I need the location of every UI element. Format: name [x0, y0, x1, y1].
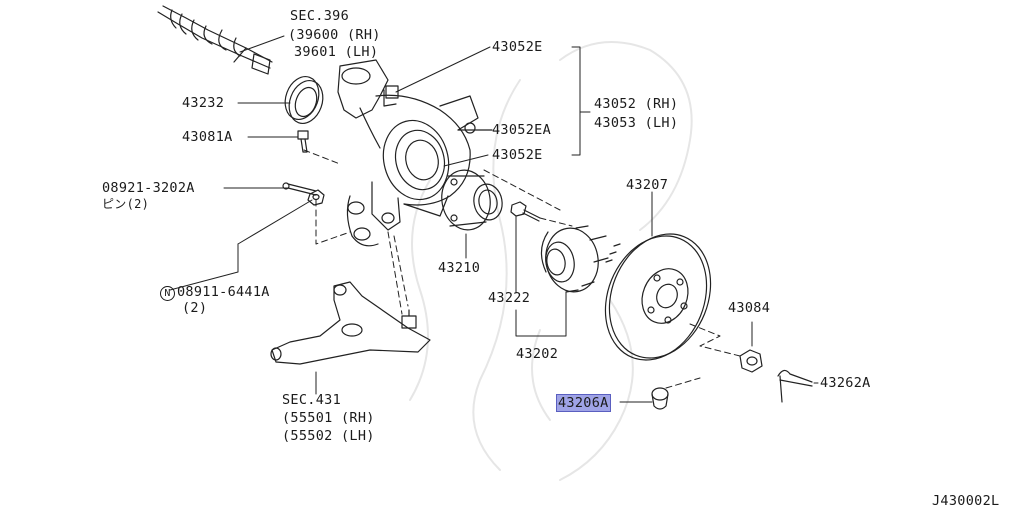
label-43081a[interactable]: 43081A — [182, 129, 233, 145]
label-55502-lh[interactable]: (55502 (LH) — [282, 428, 375, 444]
leader-lines — [169, 35, 819, 403]
label-43206a-highlighted[interactable]: 43206A — [556, 394, 611, 412]
label-43052e-bottom[interactable]: 43052E — [492, 147, 543, 163]
hub-bolt-43222 — [510, 201, 541, 222]
cotter-pin-43262a — [777, 369, 813, 403]
label-43052e-top[interactable]: 43052E — [492, 39, 543, 55]
hub-nut-43084 — [739, 349, 763, 373]
label-08911-text: 08911-6441A — [177, 284, 270, 300]
label-43052ea[interactable]: 43052EA — [492, 122, 551, 138]
label-43210[interactable]: 43210 — [438, 260, 481, 276]
label-08921-3202a[interactable]: 08921-3202A — [102, 180, 195, 196]
hub-43202 — [540, 225, 609, 293]
lower-arm — [270, 281, 431, 365]
n-circle-icon: N — [160, 286, 175, 301]
label-43053-lh[interactable]: 43053 (LH) — [594, 115, 679, 131]
label-39601-lh[interactable]: 39601 (LH) — [294, 44, 379, 60]
assembly-dashed-lines — [303, 149, 741, 389]
label-pin-qty: ピン(2) — [102, 197, 150, 211]
grease-cap-43206a — [651, 387, 669, 410]
label-43232[interactable]: 43232 — [182, 95, 225, 111]
label-43202[interactable]: 43202 — [516, 346, 559, 362]
bolt-43081a — [297, 130, 309, 153]
label-43222[interactable]: 43222 — [488, 290, 531, 306]
watermark-emblem — [409, 41, 693, 481]
label-55501-rh[interactable]: (55501 (RH) — [282, 410, 375, 426]
label-43084[interactable]: 43084 — [728, 300, 771, 316]
wheel-bearing-43210 — [441, 169, 503, 231]
brake-rotor-43207 — [604, 233, 712, 361]
label-sec396[interactable]: SEC.396 — [290, 8, 349, 24]
label-08911-qty: (2) — [182, 300, 208, 316]
label-43262a[interactable]: 43262A — [820, 375, 871, 391]
diagram-id: J430002L — [932, 493, 1000, 509]
label-sec431[interactable]: SEC.431 — [282, 392, 341, 408]
drive-shaft — [157, 5, 273, 75]
label-43207[interactable]: 43207 — [626, 177, 669, 193]
steering-knuckle — [337, 59, 493, 247]
label-39600-rh[interactable]: (39600 (RH) — [288, 27, 381, 43]
seal-43232 — [284, 76, 324, 124]
label-43052-rh[interactable]: 43052 (RH) — [594, 96, 679, 112]
